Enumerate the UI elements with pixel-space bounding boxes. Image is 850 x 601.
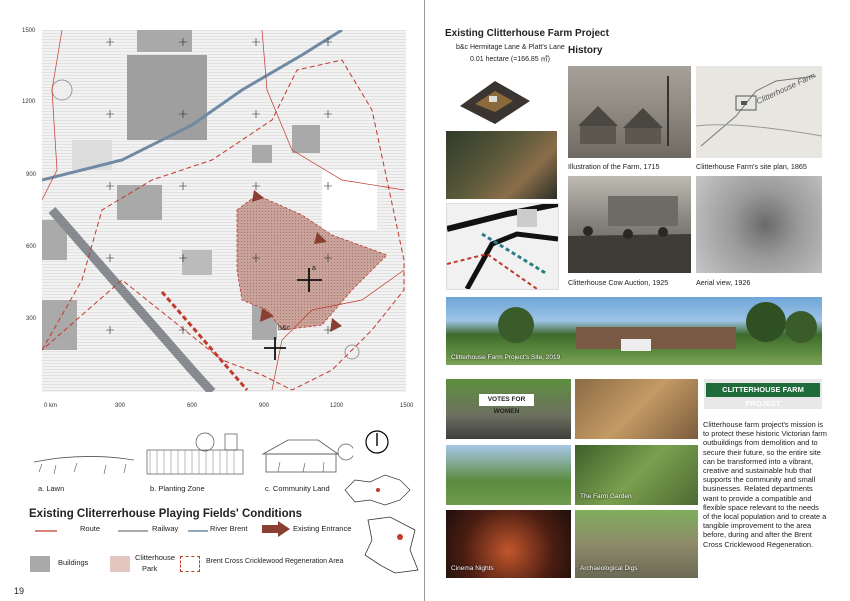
- map-label-bc: b&c: [278, 325, 291, 332]
- legend-railway: Railway: [152, 524, 179, 533]
- site-line-2: 0.01 hectare (=166.85 ㎡): [470, 56, 550, 63]
- page-number: 19: [14, 586, 25, 596]
- sketch-label-community: c. Community Land: [265, 484, 330, 493]
- market-photo: [446, 445, 571, 505]
- locator-map-small: [344, 474, 411, 506]
- aerial-view-1926: [696, 176, 822, 273]
- project-sign: CLITTERHOUSE FARM PROJECT: [704, 379, 822, 409]
- y-tick: 1200: [22, 99, 36, 105]
- farm-illustration-1715: [568, 66, 691, 158]
- community-land-sketch: [261, 439, 353, 473]
- x-tick: 300: [115, 403, 126, 409]
- legend-regen: Brent Cross Cricklewood Regeneration Are…: [206, 558, 344, 565]
- x-tick: 1200: [330, 403, 344, 409]
- history-heading: History: [568, 45, 603, 56]
- river-swatch: [188, 530, 208, 532]
- x-tick: 0 km: [44, 403, 58, 409]
- site-map-drawing: [42, 30, 406, 392]
- mission-text: Clitterhouse farm project's mission is t…: [703, 420, 827, 549]
- cinema-nights-photo: Cinema Nights: [446, 510, 571, 578]
- sketch-label-lawn: a. Lawn: [38, 484, 65, 493]
- aerial-photo: [446, 131, 557, 199]
- railway-swatch: [118, 530, 148, 532]
- legend-entrance: Existing Entrance: [293, 524, 352, 533]
- legend-park-line2: Park: [142, 564, 158, 573]
- x-tick: 600: [187, 403, 198, 409]
- legend-park-line1: Clitterhouse: [135, 553, 176, 562]
- left-page: 1500 1200 900 600 300: [14, 0, 425, 601]
- north-arrow-icon: [365, 430, 389, 454]
- y-tick: 600: [26, 244, 37, 250]
- regen-swatch: [180, 556, 200, 572]
- site-plan-diagram: [446, 203, 559, 290]
- site-model-image: [455, 66, 535, 126]
- x-tick: 1500: [400, 403, 414, 409]
- y-tick: 300: [26, 316, 37, 322]
- caption-site-2019: Clitterhouse Farm Project's Site, 2019: [451, 354, 561, 361]
- legend-river: River Brent: [210, 524, 248, 533]
- caption-1926: Aerial view, 1926: [696, 278, 751, 287]
- sketch-label-planting: b. Planting Zone: [150, 484, 205, 493]
- locator-map-large: [364, 516, 419, 574]
- site-line-1: b&c Hermitage Lane & Platt's Lane: [456, 44, 565, 51]
- legend-route: Route: [80, 524, 101, 533]
- y-tick: 900: [26, 172, 37, 178]
- lawn-sketch: [34, 456, 134, 475]
- map-label-a: a: [312, 265, 316, 272]
- project-title: Existing Clitterhouse Farm Project: [445, 28, 609, 39]
- sign-banner: CLITTERHOUSE FARM PROJECT: [706, 383, 820, 408]
- entrance-arrow-icon: [262, 521, 290, 537]
- votes-for-women-photo: VOTES FOR WOMEN: [446, 379, 571, 439]
- legend-buildings: Buildings: [58, 558, 89, 567]
- cow-auction-1925: [568, 176, 691, 273]
- caption-1865: Clitterhouse Farm's site plan, 1865: [696, 162, 807, 171]
- site-photo-2019: Clitterhouse Farm Project's Site, 2019: [446, 297, 822, 365]
- caption-cinema: Cinema Nights: [451, 565, 494, 572]
- route-swatch: [35, 530, 57, 532]
- park-swatch: [110, 556, 130, 572]
- archaeological-digs-photo: Archaeological Digs: [575, 510, 698, 578]
- site-plan-1865: Clitterhouse Farm: [696, 66, 822, 158]
- map-title: Existing Cliterrerhouse Playing Fields' …: [29, 508, 303, 520]
- votes-banner: VOTES FOR WOMEN: [479, 394, 534, 415]
- workshop-photo: [575, 379, 698, 439]
- farm-garden-photo: The Farm Garden: [575, 445, 698, 505]
- caption-1925: Clitterhouse Cow Auction, 1925: [568, 278, 669, 287]
- planting-zone-sketch: [146, 432, 244, 475]
- x-tick: 900: [259, 403, 270, 409]
- caption-1715: Illustration of the Farm, 1715: [568, 162, 660, 171]
- caption-dig: Archaeological Digs: [580, 565, 638, 572]
- caption-garden: The Farm Garden: [580, 493, 632, 500]
- site-map: a b&c: [42, 30, 406, 392]
- right-page: Existing Clitterhouse Farm Project b&c H…: [425, 0, 850, 601]
- buildings-swatch: [30, 556, 50, 572]
- y-tick: 1500: [22, 28, 36, 34]
